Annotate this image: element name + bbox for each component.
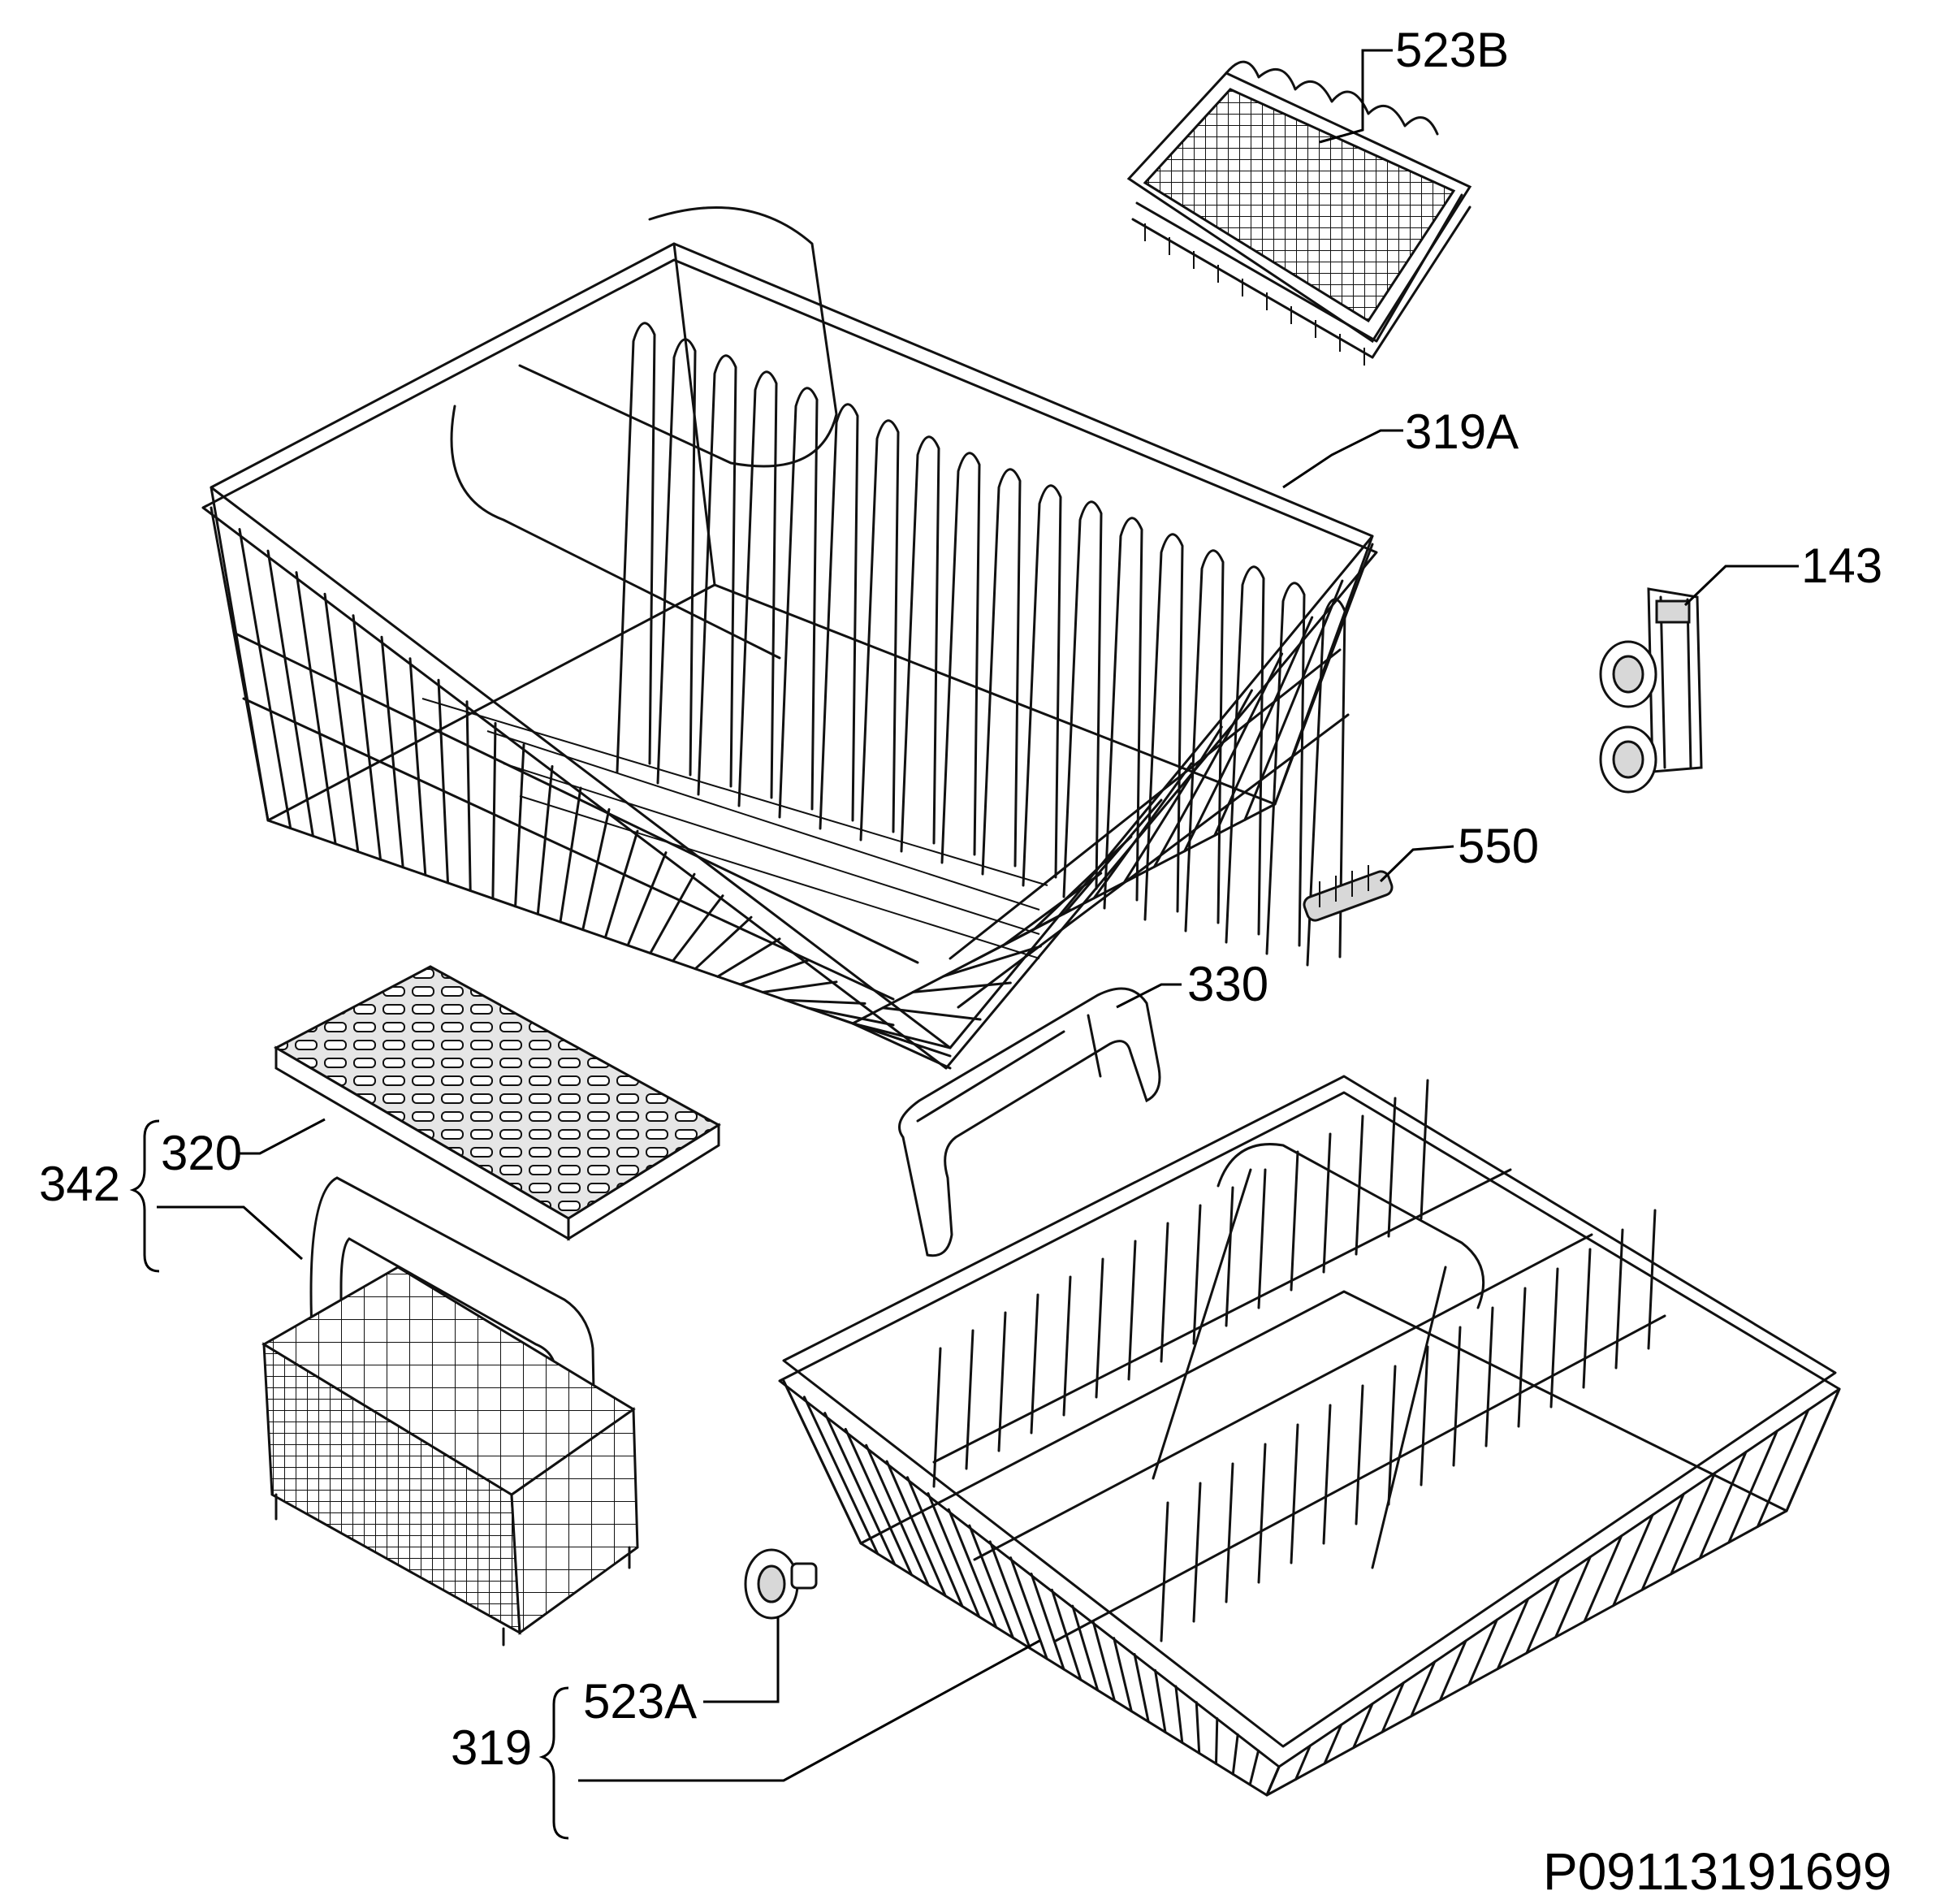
basket-handle-part [898, 987, 1161, 1257]
upper-basket-part [201, 206, 1378, 1070]
callout-320: 320 [161, 1126, 242, 1180]
leader-line-342-basket [157, 1205, 303, 1261]
leader-line-523a [703, 1616, 780, 1703]
cutlery-basket-part [261, 1176, 639, 1647]
callout-523b: 523B [1395, 23, 1509, 77]
brace-342 [129, 1119, 160, 1273]
callout-143: 143 [1801, 539, 1882, 593]
callout-319: 319 [451, 1720, 532, 1775]
lower-basket-part [778, 1075, 1841, 1797]
callout-330: 330 [1187, 957, 1268, 1011]
leader-line-319-basket [578, 1639, 1040, 1782]
leader-line-319a [1282, 429, 1403, 489]
rail-wheel-bracket-part [1599, 587, 1703, 794]
leader-line-550 [1379, 845, 1454, 883]
callout-342: 342 [39, 1157, 120, 1211]
stop-pin-part [1303, 865, 1394, 922]
leader-line-330 [1116, 983, 1182, 1009]
callout-550: 550 [1458, 819, 1539, 873]
callout-523a: 523A [583, 1674, 697, 1729]
cutlery-basket-lid-part [273, 965, 721, 1241]
leader-line-320 [236, 1118, 326, 1155]
leader-line-523b [1319, 49, 1393, 144]
callout-319a: 319A [1405, 405, 1519, 459]
basket-wheel-part [744, 1548, 818, 1620]
cup-rack-insert-part [1126, 60, 1472, 366]
brace-319 [538, 1686, 569, 1840]
leader-line-143 [1683, 565, 1799, 607]
drawing-reference-number: P09113191699 [1543, 1842, 1891, 1901]
